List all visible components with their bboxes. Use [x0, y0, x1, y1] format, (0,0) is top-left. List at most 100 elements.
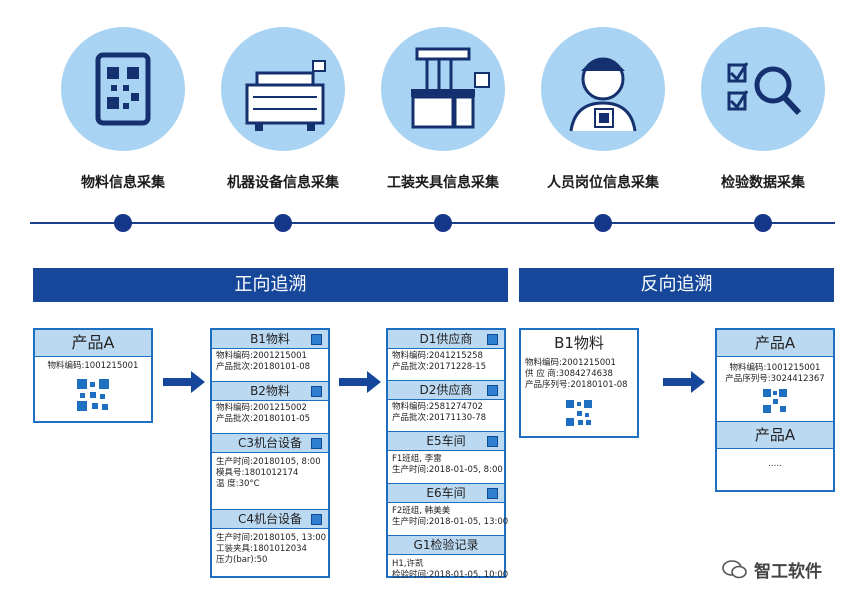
reverse-material-title: B1物料: [521, 330, 637, 356]
b1-material-title: B1物料: [250, 332, 290, 346]
detail-line: 物料编码:2001215001: [525, 358, 616, 368]
d1-supplier-details: 物料编码:2041215258 产品批次:20171228-15: [388, 349, 504, 380]
e5-workshop-header: E5车间: [388, 431, 504, 451]
c3-machine-header: C3机台设备: [212, 433, 328, 453]
b1-material-details: 物料编码:2001215001 产品批次:20180101-08: [212, 349, 328, 381]
qr-code-icon: [566, 400, 592, 426]
qr-code-icon: [763, 389, 787, 413]
detail-line: 压力(bar):50: [216, 555, 268, 565]
detail-line: 生产时间:20180105, 13:00: [216, 533, 327, 543]
watermark-text: 智工软件: [754, 561, 822, 582]
e6-workshop-header: E6车间: [388, 483, 504, 503]
qr-small-icon: [487, 488, 498, 499]
detail-line: 生产时间:2018-01-05, 8:00: [392, 465, 503, 475]
product-a-code: 物料编码:1001215001: [47, 361, 139, 371]
g1-inspection-details: H1,许凯 检验时间:2018-01-05, 10:00: [388, 555, 509, 583]
reverse-product-details: 物料编码:1001215001 产品序列号:3024412367: [717, 357, 833, 421]
detail-line: 模具号:1801012174: [216, 468, 299, 478]
detail-line: 温 度:30°C: [216, 479, 260, 489]
d2-supplier-details: 物料编码:2581274702 产品批次:20171130-78: [388, 400, 504, 431]
detail-line: 物料编码:2581274702: [392, 402, 483, 412]
detail-line: 产品批次:20180101-05: [216, 414, 311, 424]
qr-code-icon: [76, 378, 110, 412]
detail-line: H1,许凯: [392, 559, 424, 569]
e6-workshop-details: F2班组, 韩美美 生产时间:2018-01-05, 13:00: [388, 503, 509, 535]
arrow-right-icon: [663, 371, 705, 393]
worker-circle: [541, 27, 665, 151]
reverse-products-box: 产品A 物料编码:1001215001 产品序列号:3024412367 产品A…: [715, 328, 835, 492]
reverse-product-title-2: 产品A: [717, 421, 833, 449]
e5-workshop-details: F1班组, 李雷 生产时间:2018-01-05, 8:00: [388, 451, 504, 483]
detail-line: 生产时间:20180105, 8:00: [216, 457, 321, 467]
category-label-machine: 机器设备信息采集: [227, 175, 339, 191]
reverse-product-title: 产品A: [717, 330, 833, 357]
g1-inspection-header: G1检验记录: [388, 535, 504, 555]
timeline-dot: [274, 214, 292, 232]
b1-material-header: B1物料: [212, 330, 328, 349]
inspection-icon: [727, 62, 802, 116]
wechat-icon: [722, 560, 747, 579]
product-a-title: 产品A: [35, 330, 151, 357]
detail-line: 产品批次:20171130-78: [392, 413, 487, 423]
arrow-right-icon: [163, 371, 205, 393]
b2-material-title: B2物料: [250, 384, 290, 398]
detail-line: 产品序列号:3024412367: [725, 374, 825, 384]
c4-machine-title: C4机台设备: [237, 512, 302, 526]
reverse-material-box: B1物料 物料编码:2001215001 供 应 商:3084274638 产品…: [519, 328, 639, 438]
machine-circle: [221, 27, 345, 151]
timeline-dot: [594, 214, 612, 232]
d2-supplier-header: D2供应商: [388, 380, 504, 400]
detail-line: 工装夹具:1801012034: [216, 544, 307, 554]
qr-small-icon: [487, 436, 498, 447]
d2-supplier-title: D2供应商: [419, 383, 473, 397]
detail-line: 产品批次:20180101-08: [216, 362, 311, 372]
c4-machine-details: 生产时间:20180105, 13:00 工装夹具:1801012034 压力(…: [212, 529, 328, 568]
timeline-dot: [434, 214, 452, 232]
timeline-dot: [754, 214, 772, 232]
detail-line: 物料编码:2001215001: [216, 351, 307, 361]
machine-icon: [245, 60, 326, 131]
b2-material-details: 物料编码:2001215002 产品批次:20180101-05: [212, 401, 328, 433]
category-label-fixture: 工装夹具信息采集: [387, 175, 499, 191]
detail-line: 产品序列号:20180101-08: [525, 380, 628, 390]
e5-workshop-title: E5车间: [426, 434, 466, 448]
timeline: [30, 222, 835, 224]
worker-icon: [569, 57, 637, 132]
d1-supplier-title: D1供应商: [419, 332, 473, 346]
detail-line: 物料编码:2041215258: [392, 351, 483, 361]
d1-supplier-header: D1供应商: [388, 330, 504, 349]
c3-machine-details: 生产时间:20180105, 8:00 模具号:1801012174 温 度:3…: [212, 453, 328, 509]
arrow-right-icon: [339, 371, 381, 393]
detail-line: F2班组, 韩美美: [392, 506, 451, 516]
category-label-inspection: 检验数据采集: [721, 175, 805, 191]
qr-small-icon: [311, 514, 322, 525]
product-a-box: 产品A 物料编码:1001215001: [33, 328, 153, 423]
category-label-worker: 人员岗位信息采集: [547, 175, 659, 191]
g1-inspection-title: G1检验记录: [413, 538, 479, 552]
detail-line: 物料编码:1001215001: [729, 363, 821, 373]
material-circle: [61, 27, 185, 151]
watermark: 智工软件: [722, 555, 822, 583]
c3-machine-title: C3机台设备: [237, 436, 302, 450]
qr-small-icon: [311, 386, 322, 397]
reverse-product-details-2: .....: [717, 449, 833, 472]
reverse-material-details: 物料编码:2001215001 供 应 商:3084274638 产品序列号:2…: [521, 356, 637, 393]
inspection-circle: [701, 27, 825, 151]
timeline-dot: [114, 214, 132, 232]
detail-line: .....: [768, 459, 782, 469]
c4-machine-header: C4机台设备: [212, 509, 328, 529]
detail-line: 产品批次:20171228-15: [392, 362, 487, 372]
qr-small-icon: [487, 334, 498, 345]
detail-line: 生产时间:2018-01-05, 13:00: [392, 517, 509, 527]
qr-small-icon: [311, 334, 322, 345]
fixture-icon: [411, 47, 490, 129]
fixture-circle: [381, 27, 505, 151]
forward-materials-box: B1物料 物料编码:2001215001 产品批次:20180101-08 B2…: [210, 328, 330, 578]
e6-workshop-title: E6车间: [426, 486, 466, 500]
qr-code-icon: [95, 52, 151, 126]
forward-trace-banner: 正向追溯: [33, 268, 508, 302]
detail-line: 供 应 商:3084274638: [525, 369, 613, 379]
forward-suppliers-box: D1供应商 物料编码:2041215258 产品批次:20171228-15 D…: [386, 328, 509, 580]
detail-line: 检验时间:2018-01-05, 10:00: [392, 570, 509, 580]
b2-material-header: B2物料: [212, 381, 328, 401]
